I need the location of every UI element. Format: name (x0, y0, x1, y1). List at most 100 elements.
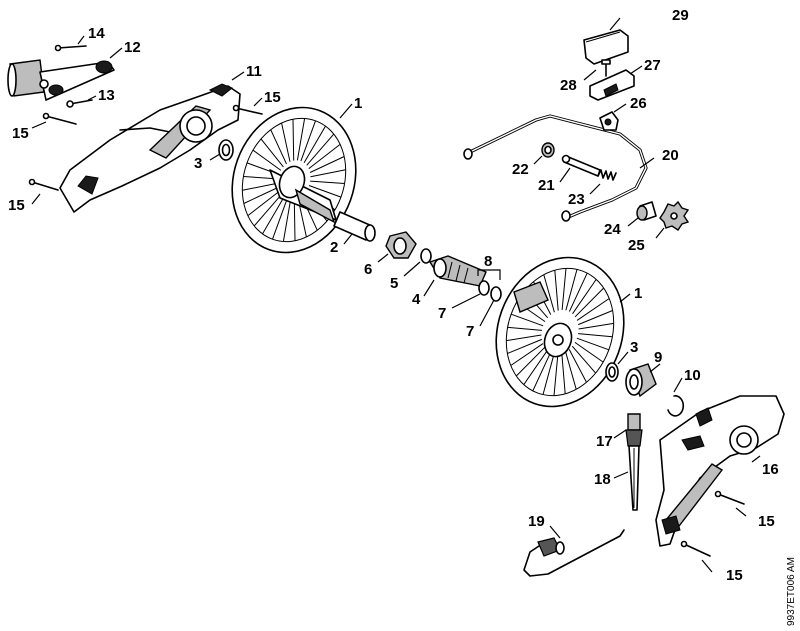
label-12: 12 (124, 39, 141, 56)
label-8: 8 (484, 253, 492, 270)
drum-spoke (507, 326, 542, 331)
label-21: 21 (538, 177, 555, 194)
drum-spoke (282, 199, 292, 242)
label-1-a: 1 (354, 95, 362, 112)
diagram-reference-code: 9937ET006 AM (786, 557, 797, 626)
label-5: 5 (390, 275, 398, 292)
leader-lines (31, 17, 761, 573)
drum-spoke (300, 120, 316, 162)
drum-spoke (571, 345, 596, 374)
drum-spoke (568, 272, 588, 312)
label-11: 11 (246, 63, 262, 80)
label-22: 22 (512, 161, 529, 178)
drum-spoke (253, 194, 282, 227)
drum-spoke (515, 346, 546, 377)
hose-connector-part-19 (523, 529, 625, 577)
drum-spoke (303, 125, 326, 163)
part-labels: 14 12 13 11 15 15 15 1 3 2 6 5 4 8 7 7 1… (8, 7, 779, 584)
label-17: 17 (596, 433, 613, 450)
drum-spoke (510, 313, 544, 327)
drum-spoke (308, 185, 342, 198)
bushing-part-3-left (218, 139, 234, 161)
drum-spoke (542, 353, 555, 395)
drum-flange-part-1-right (495, 256, 625, 408)
seal-kit-part-8 (477, 269, 501, 280)
drum-spoke (572, 279, 597, 315)
drum-spoke (293, 199, 296, 241)
drum-spoke (578, 333, 613, 338)
drum-spoke (296, 118, 306, 161)
clamp-part-27 (589, 69, 635, 101)
drum-spoke (242, 182, 278, 191)
label-16: 16 (762, 461, 779, 478)
crank-handle-part-12 (7, 59, 115, 101)
oring-part-5 (420, 248, 432, 264)
label-29: 29 (672, 7, 689, 24)
drum-spoke (262, 197, 285, 235)
drum-spoke (507, 338, 542, 354)
hose-guide-part-20 (463, 114, 648, 222)
oring-part-7-b (490, 286, 502, 302)
bearing-part-9 (625, 363, 657, 398)
screw-part-15-c (28, 178, 59, 191)
drum-spoke (310, 180, 345, 184)
screw-part-13 (66, 99, 93, 108)
fitting-part-17 (625, 413, 643, 447)
drum-spoke (506, 334, 542, 342)
drum-spoke (292, 119, 295, 161)
drum-spoke (309, 156, 345, 173)
label-15-a: 15 (264, 89, 281, 106)
sleeve-part-2 (333, 211, 376, 242)
label-24: 24 (604, 221, 621, 238)
oring-part-7-a (478, 280, 490, 296)
label-6: 6 (364, 261, 372, 278)
nut-part-6 (385, 231, 417, 259)
drum-spoke (306, 133, 335, 166)
drum-spoke (281, 122, 291, 162)
label-15-b: 15 (12, 125, 29, 142)
bushing-part-3-right (605, 362, 619, 382)
drum-spoke (310, 169, 346, 178)
label-13: 13 (98, 87, 115, 104)
label-25: 25 (628, 237, 645, 254)
label-26: 26 (630, 95, 647, 112)
circlip-part-10 (667, 395, 685, 417)
drum-spoke (565, 351, 577, 390)
label-18: 18 (594, 471, 611, 488)
drum-spoke (543, 274, 555, 313)
label-15-d: 15 (758, 513, 775, 530)
drum-spoke (510, 343, 544, 366)
drum-spoke (561, 353, 566, 394)
label-10: 10 (684, 367, 701, 384)
spacer-part-24 (636, 201, 657, 221)
label-23: 23 (568, 191, 585, 208)
swivel-shaft-part-4 (428, 255, 487, 287)
label-2: 2 (330, 239, 338, 256)
drum-spoke (243, 176, 278, 180)
label-4: 4 (412, 291, 421, 308)
label-20: 20 (662, 147, 679, 164)
drum-spoke (523, 349, 548, 385)
drum-spoke (532, 352, 552, 392)
bolt-part-21 (561, 154, 601, 177)
drum-spoke (554, 270, 559, 311)
label-28: 28 (560, 77, 577, 94)
drum-spoke (561, 268, 567, 311)
frame-right-part-16 (655, 395, 785, 547)
drum-spoke (565, 269, 578, 311)
frame-left-part-11 (59, 83, 241, 213)
label-3-a: 3 (194, 155, 202, 172)
label-3-b: 3 (630, 339, 638, 356)
hose-part-18 (628, 445, 640, 511)
label-14: 14 (88, 25, 105, 42)
screw-part-15-a (232, 104, 263, 115)
drum-spoke (578, 310, 613, 326)
drum-spoke (272, 198, 288, 240)
label-1-b: 1 (634, 285, 642, 302)
drum-spoke (243, 187, 279, 204)
drum-spoke (260, 138, 284, 168)
screw-part-15-d (714, 490, 745, 505)
clip-part-26 (599, 111, 619, 131)
drum-spoke (553, 353, 559, 396)
bushing-part-22 (541, 142, 555, 158)
